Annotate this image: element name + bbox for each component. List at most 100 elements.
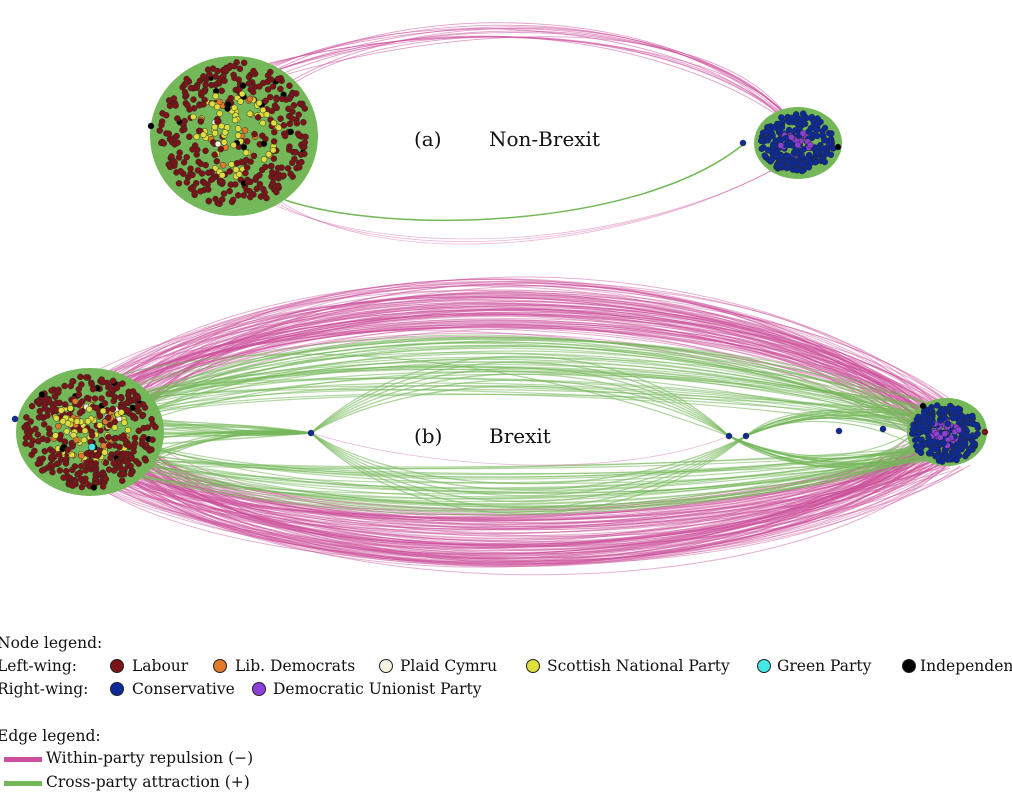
a-independent-node [239,82,247,89]
a-labour-node [226,187,233,195]
b-conservative-node [967,446,974,454]
attraction-edge [130,336,960,416]
a-labour-node [197,160,205,168]
repulsion-edge [123,438,973,528]
b-labour-node [142,457,150,464]
a-conservative-node [799,110,807,117]
a-snp-node [232,166,240,173]
a-labour-node [187,84,195,92]
a-labour-node [220,72,227,80]
repulsion-edge [103,278,921,410]
attraction-edge [136,393,940,438]
repulsion-edge [62,457,927,530]
a-labour-node [175,154,183,161]
b-labour-node [24,423,31,431]
a-labour-node [264,86,272,93]
a-labour-node [187,185,195,192]
b-labour-node [116,443,123,451]
a-conservative-node [757,137,765,145]
repulsion-edge [92,437,966,566]
b-labour-node [60,474,67,481]
b-labour-node [64,446,72,454]
a-labour-node [273,188,280,196]
attraction-edge [122,350,921,426]
attraction-edge [728,435,930,467]
b-snp-node [63,428,71,435]
repulsion-edge [71,443,939,546]
repulsion-edge [310,432,730,466]
repulsion-edge [148,437,953,547]
attraction-edge [310,432,747,491]
a-labour-node [269,169,276,176]
a-labour-node [286,82,293,90]
attraction-edge [88,334,930,429]
b-labour-node [35,398,42,406]
b-conservative-node [954,405,962,412]
repulsion-edge [126,467,945,576]
b-conservative-node [920,408,928,415]
a-conservative-node [791,166,799,174]
b-labour-node [130,443,138,451]
a-labour-node [256,180,264,188]
a-labour-node [231,62,238,70]
repulsion-edge [128,452,922,557]
repulsion-edge [66,305,935,439]
labour-swatch [110,659,124,673]
a-labour-node [236,65,244,73]
a-snp-node [265,150,273,158]
b-conservative-node [949,405,956,413]
repulsion-edge [69,292,924,425]
a-snp-node [212,92,220,100]
node-legend-title: Node legend: [0,634,103,652]
b-labour-node [69,466,76,474]
a-labour-node [186,106,193,113]
a-conservative-node [814,121,821,128]
a-labour-node [182,92,190,99]
b-snp-node [81,427,89,435]
b-labour-node [22,440,29,447]
b-libdem-node [78,452,85,460]
repulsion-edge [67,326,921,412]
b-conservative-node [934,453,942,461]
b-conservative-node [879,425,887,433]
legend-snp: Scottish National Party [547,657,730,675]
a-labour-node [195,127,203,135]
a-labour-node [165,130,173,138]
repulsion-edge [104,312,964,442]
repulsion-edge [81,432,928,555]
a-labour-node [257,193,265,200]
a-labour-node [288,115,296,122]
b-snp-node [86,405,93,413]
b-labour-node [77,463,85,470]
repulsion-edge [125,430,929,559]
b-labour-node [35,414,43,421]
repulsion-edge [141,296,925,435]
a-labour-node [156,127,164,134]
b-conservative-node [961,440,969,447]
a-labour-node [250,67,257,75]
repulsion-edge [87,447,933,555]
b-conservative-node [955,419,963,426]
repulsion-edge [262,159,791,242]
a-conservative-node [739,139,747,147]
a-conservative-node [776,128,784,136]
attraction-edge [87,457,921,500]
repulsion-edge [125,450,926,559]
repulsion-edge [98,432,957,548]
a-labour-node [212,73,219,80]
b-labour-node [118,477,126,485]
b-labour-node [139,401,147,408]
a-snp-node [255,99,263,107]
b-conservative-node [949,453,956,460]
a-labour-node [174,115,181,122]
repulsion-edge [89,281,957,419]
b-conservative-node [909,426,917,433]
a-snp-node [211,129,219,137]
b-conservative-node [969,432,976,439]
repulsion-edge [71,431,956,555]
b-labour-node [27,418,34,425]
b-labour-node [76,409,84,417]
b-labour-node [93,404,100,412]
a-labour-node [275,171,283,178]
a-labour-node [173,132,180,140]
